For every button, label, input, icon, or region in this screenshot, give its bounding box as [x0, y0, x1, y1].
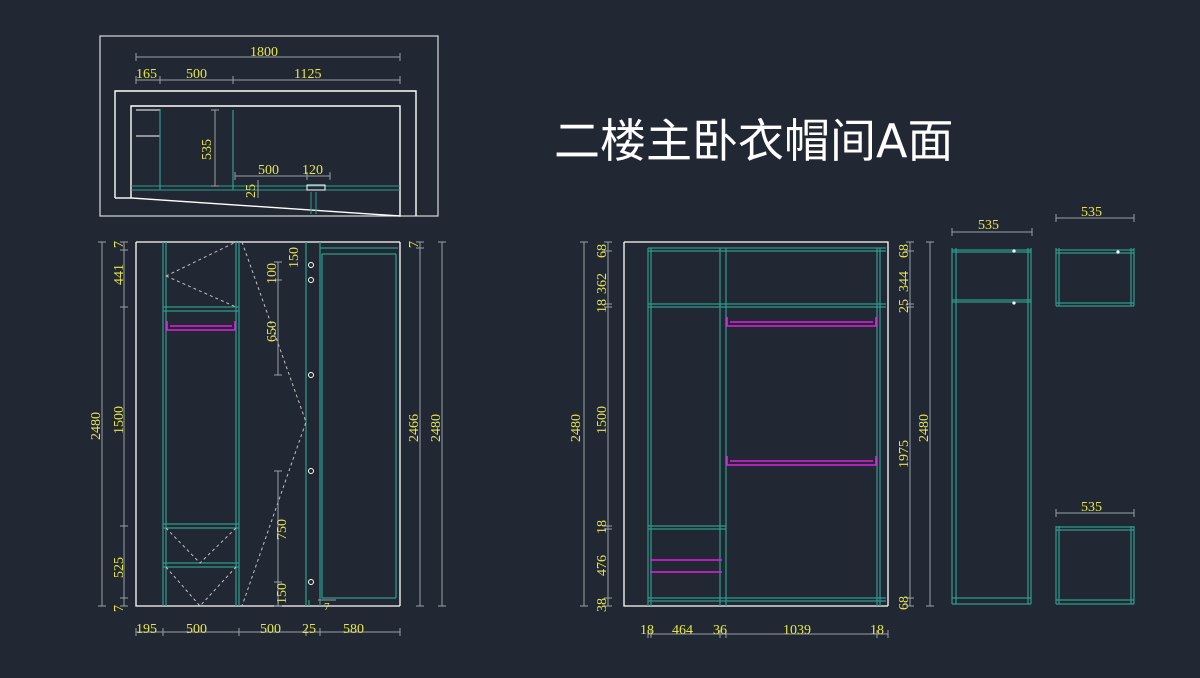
left-elev-w1: 195 — [136, 622, 157, 637]
plan-frame — [99, 35, 439, 217]
right-elev-lh4: 1500 — [595, 406, 610, 434]
plan-dim-total: 1800 — [250, 45, 278, 60]
right-elev-total-right: 2480 — [917, 414, 932, 442]
left-elev-h4: 525 — [112, 557, 127, 578]
left-elev-h1: 7 — [112, 241, 127, 248]
left-elev-h2: 441 — [112, 264, 127, 285]
right-elev-rods — [650, 317, 877, 573]
left-elev-door-swing — [165, 241, 307, 607]
left-elev-frame — [135, 241, 401, 607]
left-elev-w3: 500 — [260, 622, 281, 637]
right-elev-rh2: 344 — [897, 271, 912, 292]
side-view-tall-cabinet — [951, 248, 1032, 605]
plan-cabinet-lines — [159, 110, 234, 190]
plan-dim-seg1: 165 — [136, 67, 157, 82]
side-views-dim-lines — [951, 214, 1135, 517]
right-elev-lh6: 476 — [595, 555, 610, 576]
plan-dim-seg3: 1125 — [294, 67, 321, 82]
left-elev-h3: 1500 — [112, 406, 127, 434]
side-view-pins — [1012, 249, 1120, 305]
plan-door-track — [310, 192, 317, 214]
left-elev-hinges — [308, 262, 314, 585]
left-elev-small-bottom: 7 — [324, 601, 330, 613]
right-elev-w5: 18 — [870, 623, 884, 638]
left-elev-w5: 580 — [343, 622, 364, 637]
left-elev-cabinet — [162, 242, 398, 606]
plan-front-line — [131, 185, 400, 191]
side-view-width-c: 535 — [1081, 500, 1102, 515]
left-elev-inner-d4: 750 — [275, 519, 290, 540]
right-elev-lh5: 18 — [595, 520, 610, 534]
left-elev-inner-d5: 150 — [275, 583, 290, 604]
left-elev-total-height: 2480 — [89, 412, 104, 440]
side-view-lower-box — [1055, 526, 1135, 605]
right-elev-rh5: 68 — [897, 596, 912, 610]
right-elev-lh1: 68 — [595, 244, 610, 258]
plan-view: 1800 165 500 1125 535 500 120 25 — [99, 35, 439, 217]
left-elev-h5: 7 — [112, 605, 127, 612]
plan-walls — [114, 90, 417, 217]
side-view-upper-box — [1055, 248, 1135, 307]
plan-dim-depth: 535 — [200, 139, 215, 160]
left-elev-dim-lines — [98, 241, 446, 636]
right-elev-dim-lines — [580, 241, 934, 638]
right-elev-w2: 464 — [672, 623, 693, 638]
right-elev-lh2: 18 — [595, 299, 610, 313]
side-views: 535 535 535 — [951, 205, 1135, 605]
right-elev-rh1: 68 — [897, 244, 912, 258]
drawing-title: 二楼主卧衣帽间A面 — [554, 114, 953, 168]
right-elev-rh4: 1975 — [897, 440, 912, 468]
left-elev-right-d1: 7 — [407, 241, 422, 248]
right-elev-w1: 18 — [640, 623, 654, 638]
right-elev-w3: 36 — [713, 623, 727, 638]
left-elev-right-d3: 2480 — [429, 414, 444, 442]
right-elevation: 2480 68 18 362 1500 18 476 38 68 344 25 … — [569, 241, 934, 638]
right-elev-w4: 1039 — [783, 623, 811, 638]
right-elev-rh3: 25 — [897, 299, 912, 313]
right-elev-lh3: 362 — [595, 273, 610, 294]
left-elev-inner-d3: 650 — [265, 321, 280, 342]
plan-dim-lines — [135, 53, 401, 198]
side-view-width-b: 535 — [1081, 205, 1102, 220]
left-elev-w4: 25 — [302, 622, 316, 637]
plan-cabinet-small — [136, 109, 161, 137]
plan-dim-seg2: 500 — [186, 67, 207, 82]
plan-door-symbol — [306, 184, 326, 191]
plan-dim-door: 500 — [258, 163, 279, 178]
left-elev-inner-d2: 100 — [265, 263, 280, 284]
plan-dim-gap: 120 — [302, 163, 323, 178]
left-elev-right-d2: 2466 — [407, 414, 422, 442]
right-elev-total-left: 2480 — [569, 414, 584, 442]
side-view-width-a: 535 — [978, 218, 999, 233]
right-elev-lh7: 38 — [595, 598, 610, 612]
right-elev-cabinet — [647, 247, 886, 606]
left-elev-w2: 500 — [186, 622, 207, 637]
left-elevation: 2480 7 441 1500 525 7 150 100 650 750 15… — [89, 241, 446, 637]
left-elev-inner-d1: 150 — [287, 247, 302, 268]
left-elev-hanging-rod — [166, 321, 236, 331]
right-elev-frame — [623, 241, 889, 607]
plan-dim-small: 25 — [244, 184, 259, 198]
